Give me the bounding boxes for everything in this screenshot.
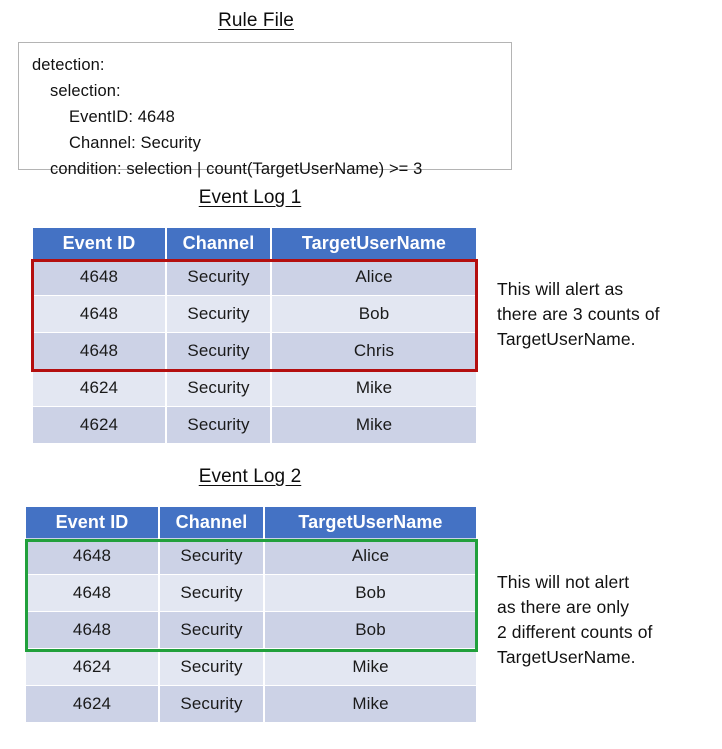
rule-line-selection: selection: [50, 82, 121, 100]
cell-channel: Security [167, 370, 272, 407]
table-header-row: Event ID Channel TargetUserName [33, 228, 476, 259]
cell-channel: Security [160, 612, 265, 649]
table-row: 4648 Security Chris [33, 333, 476, 370]
cell-event-id: 4648 [33, 296, 167, 333]
table-row: 4648 Security Alice [26, 538, 476, 575]
cell-target-user-name: Bob [265, 612, 476, 649]
event-log-1-table: Event ID Channel TargetUserName 4648 Sec… [33, 228, 476, 444]
cell-target-user-name: Alice [272, 259, 476, 296]
cell-event-id: 4624 [33, 370, 167, 407]
cell-event-id: 4648 [26, 538, 160, 575]
cell-event-id: 4648 [33, 259, 167, 296]
cell-channel: Security [167, 333, 272, 370]
cell-target-user-name: Bob [272, 296, 476, 333]
cell-channel: Security [160, 686, 265, 723]
cell-channel: Security [160, 649, 265, 686]
cell-target-user-name: Bob [265, 575, 476, 612]
cell-target-user-name: Chris [272, 333, 476, 370]
column-header-target-user-name: TargetUserName [272, 228, 476, 259]
cell-channel: Security [167, 296, 272, 333]
event-log-2-note: This will not alert as there are only 2 … [497, 572, 653, 667]
cell-channel: Security [167, 407, 272, 444]
rule-file-title: Rule File [218, 10, 294, 31]
cell-target-user-name: Mike [265, 686, 476, 723]
table-row: 4624 Security Mike [33, 407, 476, 444]
table-row: 4648 Security Bob [33, 296, 476, 333]
column-header-event-id: Event ID [33, 228, 167, 259]
cell-event-id: 4648 [26, 612, 160, 649]
event-log-1-title: Event Log 1 [198, 187, 302, 208]
rule-line-eventid: EventID: 4648 [69, 108, 175, 126]
rule-line-channel: Channel: Security [69, 134, 201, 152]
rule-line-condition: condition: selection | count(TargetUserN… [50, 160, 423, 178]
cell-target-user-name: Mike [272, 370, 476, 407]
cell-event-id: 4624 [26, 649, 160, 686]
event-log-2-table: Event ID Channel TargetUserName 4648 Sec… [26, 507, 476, 723]
table-header-row: Event ID Channel TargetUserName [26, 507, 476, 538]
table-row: 4624 Security Mike [33, 370, 476, 407]
table-row: 4624 Security Mike [26, 649, 476, 686]
cell-event-id: 4648 [26, 575, 160, 612]
table-row: 4624 Security Mike [26, 686, 476, 723]
column-header-channel: Channel [167, 228, 272, 259]
rule-file-box: detection: selection: EventID: 4648 Chan… [18, 42, 512, 177]
cell-channel: Security [167, 259, 272, 296]
table-row: 4648 Security Bob [26, 612, 476, 649]
cell-target-user-name: Alice [265, 538, 476, 575]
cell-event-id: 4624 [33, 407, 167, 444]
table-row: 4648 Security Bob [26, 575, 476, 612]
cell-target-user-name: Mike [272, 407, 476, 444]
column-header-target-user-name: TargetUserName [265, 507, 476, 538]
cell-channel: Security [160, 538, 265, 575]
rule-line-detection: detection: [32, 56, 105, 74]
cell-event-id: 4624 [26, 686, 160, 723]
column-header-event-id: Event ID [26, 507, 160, 538]
table-row: 4648 Security Alice [33, 259, 476, 296]
cell-event-id: 4648 [33, 333, 167, 370]
event-log-2-title: Event Log 2 [198, 466, 302, 487]
column-header-channel: Channel [160, 507, 265, 538]
event-log-1-note: This will alert as there are 3 counts of… [497, 279, 660, 349]
cell-target-user-name: Mike [265, 649, 476, 686]
cell-channel: Security [160, 575, 265, 612]
